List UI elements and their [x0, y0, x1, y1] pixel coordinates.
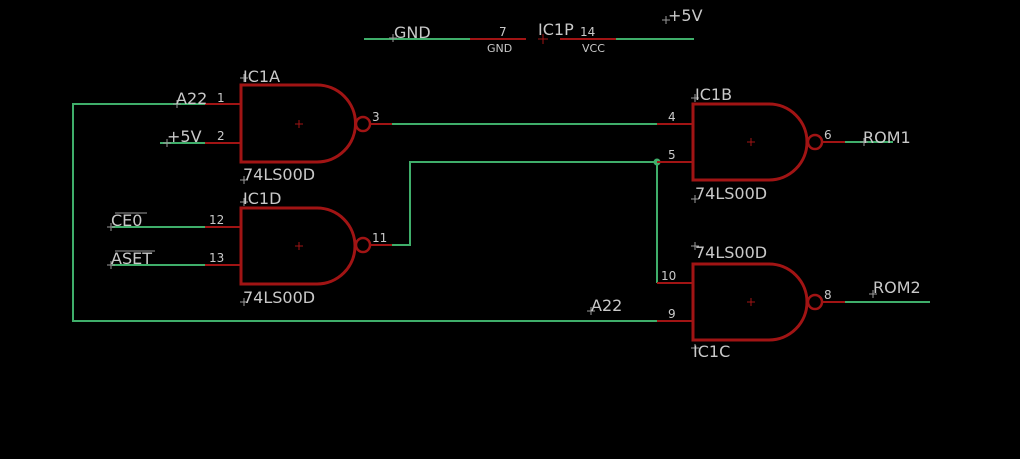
value-origin	[691, 195, 699, 203]
value-origin	[691, 242, 699, 250]
vcc-net-label: +5V	[668, 6, 703, 25]
nand-body	[239, 206, 357, 286]
net-labels: A22 +5V CE0 ASET A22 ROM1 ROM2	[107, 89, 921, 315]
name-origin	[240, 198, 248, 206]
gate-ic1c: 74LS00D IC1C 10 9 8	[657, 242, 845, 361]
pin-number: 6	[824, 128, 832, 142]
label-origin	[163, 139, 171, 147]
pin-number: 11	[372, 231, 387, 245]
pin-number: 2	[217, 129, 225, 143]
inversion-bubble	[806, 293, 824, 311]
net-label-rom1: ROM1	[863, 128, 911, 147]
value-origin	[240, 298, 248, 306]
pin-number: 12	[209, 213, 224, 227]
vcc-label-origin	[662, 16, 670, 24]
nand-body	[691, 262, 809, 342]
net-label-rom2: ROM2	[873, 278, 921, 297]
wire-ic1d-out	[392, 161, 657, 246]
net-label-a22-bottom: A22	[591, 296, 622, 315]
gate-name: IC1B	[695, 85, 732, 104]
gate-value: 74LS00D	[695, 184, 767, 203]
power-symbol-ic1p: GND +5V 7 GND IC1P 14 VCC	[364, 6, 703, 55]
pin-number: 10	[661, 269, 676, 283]
label-origin	[107, 261, 115, 269]
gate-value: 74LS00D	[695, 243, 767, 262]
gate-name: IC1D	[243, 189, 281, 208]
gnd-pin-name: GND	[487, 42, 512, 55]
gate-name: IC1A	[243, 67, 280, 86]
name-origin	[240, 74, 248, 82]
inversion-bubble	[806, 133, 824, 151]
net-label-a22-top: A22	[176, 89, 207, 108]
ic1p-origin-cross	[538, 34, 548, 44]
inversion-bubble	[354, 115, 372, 133]
name-origin	[691, 344, 699, 352]
pin-number: 5	[668, 148, 676, 162]
origin-cross	[295, 242, 303, 250]
net-label-plus5v: +5V	[167, 127, 202, 146]
pin-number: 4	[668, 110, 676, 124]
wire-a22	[72, 103, 657, 322]
pin-number: 13	[209, 251, 224, 265]
origin-cross	[295, 120, 303, 128]
origin-cross	[747, 298, 755, 306]
ic1p-name: IC1P	[538, 20, 574, 39]
nand-body	[691, 102, 809, 182]
label-origin	[587, 307, 595, 315]
gnd-label-origin	[389, 34, 397, 42]
pin-number: 9	[668, 307, 676, 321]
name-origin	[691, 94, 699, 102]
wires	[72, 103, 930, 322]
vcc-pin-name: VCC	[582, 42, 605, 55]
gnd-pin-number: 7	[499, 25, 507, 39]
gate-value: 74LS00D	[243, 288, 315, 307]
vcc-pin-number: 14	[580, 25, 595, 39]
gate-value: 74LS00D	[243, 165, 315, 184]
label-origin	[869, 290, 877, 298]
gnd-net-label: GND	[394, 23, 431, 42]
pin-number: 1	[217, 91, 225, 105]
origin-cross	[747, 138, 755, 146]
gate-name: IC1C	[693, 342, 730, 361]
gate-ic1b: IC1B 74LS00D 4 5 6	[657, 85, 845, 203]
gate-ic1d: IC1D 74LS00D 12 13 11	[205, 189, 392, 307]
value-origin	[240, 176, 248, 184]
gate-ic1a: IC1A 74LS00D 1 2 3	[205, 67, 392, 184]
net-label-aset: ASET	[111, 249, 152, 268]
label-origin	[173, 100, 181, 108]
pin-number: 8	[824, 288, 832, 302]
inversion-bubble	[354, 236, 372, 254]
label-origin	[107, 223, 115, 231]
label-origin	[860, 138, 868, 146]
net-label-ce0: CE0	[111, 211, 142, 230]
pin-number: 3	[372, 110, 380, 124]
